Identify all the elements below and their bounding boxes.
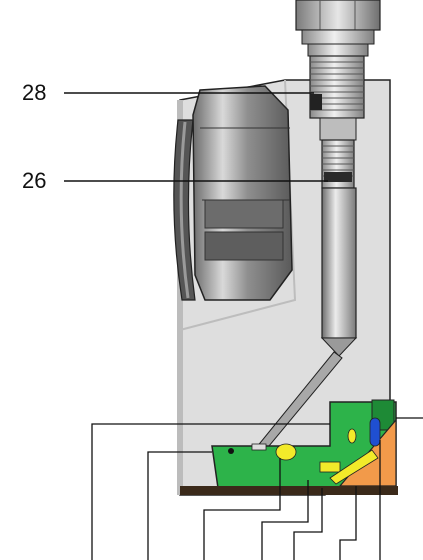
top-fitting xyxy=(295,0,381,57)
probe-tube xyxy=(320,187,358,357)
base-strip xyxy=(180,486,398,495)
flange-ring xyxy=(173,119,196,301)
hex-nut xyxy=(192,85,293,301)
callout-28: 28 xyxy=(22,80,47,105)
blue-marker xyxy=(369,417,381,447)
yellow-markers xyxy=(275,428,379,485)
threaded-adapter xyxy=(309,55,365,119)
bottom-leader-lines xyxy=(91,417,423,560)
callout-26: 26 xyxy=(22,168,47,193)
threaded-insert xyxy=(319,117,357,189)
